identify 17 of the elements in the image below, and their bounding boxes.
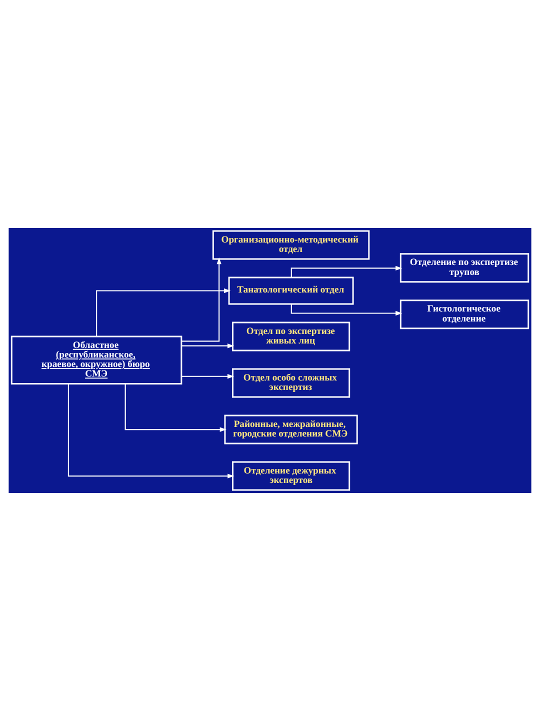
node-box: Отдел особо сложных экспертиз [232, 368, 350, 398]
node-box: Отделение дежурных экспертов [232, 460, 350, 490]
node-box: Областное (республиканское, краевое, окружное) бюро СМЭ [10, 335, 182, 384]
node-box: Организационно-методический отдел [212, 230, 370, 260]
arrow [124, 383, 226, 432]
node-box: Отдел по экспертизе живых лиц [232, 321, 350, 351]
node-box: Гистологическое отделение [400, 299, 530, 329]
arrow [182, 343, 234, 348]
node-box: Танатологический отдел [228, 276, 354, 304]
node-box: Районные, межрайонные, городские отделения СМЭ [224, 414, 358, 444]
node-box: Отделение по экспертизе трупов [400, 252, 530, 282]
arrow [68, 383, 234, 478]
arrow [182, 257, 222, 342]
arrow [290, 304, 402, 316]
arrow [96, 288, 231, 336]
arrow [290, 265, 402, 277]
arrow [182, 374, 234, 378]
